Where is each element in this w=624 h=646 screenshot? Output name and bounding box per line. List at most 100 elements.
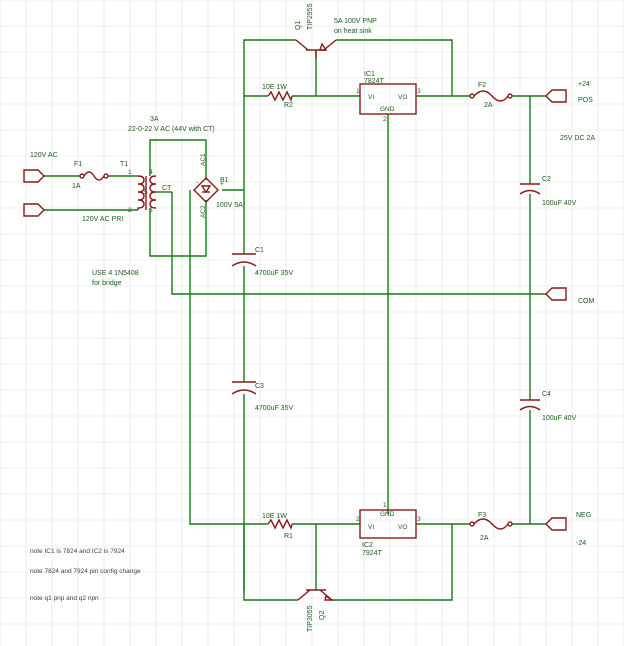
com-name: COM (578, 298, 595, 305)
capacitor-c2 (519, 183, 541, 195)
f3-ref: F3 (478, 512, 486, 519)
pos-name: POS (578, 97, 593, 104)
ic2-pin3: 3 (417, 516, 421, 523)
f2-value: 2A (484, 102, 493, 109)
ic1-ref: IC1 (364, 71, 375, 78)
fuse-f2 (469, 90, 513, 102)
q1-note-2: on heat sink (334, 28, 372, 35)
wire-bridge-minus (189, 190, 268, 525)
bridge-ac1: AC1 (200, 153, 207, 166)
b1-value: 100V 5A (216, 202, 243, 209)
f1-ref: F1 (74, 161, 82, 168)
b1-ref: B1 (220, 177, 229, 184)
q1-note-1: 5A 100V PNP (334, 18, 377, 25)
bridge-b1 (193, 177, 219, 203)
wire-q2-right (332, 524, 453, 601)
regulator-ic1 (359, 83, 417, 115)
c4-ref: C4 (542, 391, 551, 398)
neg-name: NEG (576, 512, 591, 519)
connector-ac-bottom (23, 203, 45, 217)
f1-value: 1A (72, 183, 81, 190)
bridge-note-2: for bridge (92, 280, 122, 287)
ic1-vo: VO (398, 94, 407, 101)
ic1-part: 7824T (364, 78, 385, 85)
regulator-ic2 (359, 509, 417, 539)
fuse-f1 (79, 171, 109, 181)
primary-label: 120V AC PRI (82, 216, 123, 223)
ac-in-label: 120V AC (30, 152, 58, 159)
capacitor-c3 (231, 381, 257, 395)
ic1-gnd: GND (380, 106, 395, 113)
resistor-r1 (267, 518, 293, 531)
t1-pin5: 5 (144, 189, 148, 196)
transistor-q2 (297, 589, 335, 601)
t1-pin4: 4 (149, 169, 153, 176)
q2-part: TIP3055 (307, 605, 314, 632)
c3-ref: C3 (255, 383, 264, 390)
bridge-minus: - (196, 179, 198, 186)
bridge-ac2: AC2 (200, 205, 207, 218)
ic2-pin2: 2 (356, 516, 360, 523)
transistor-q1 (295, 39, 337, 58)
ic2-vo: VO (398, 524, 407, 531)
ic2-pin1: 1 (383, 502, 387, 509)
capacitor-c4 (519, 399, 541, 411)
c4-value: 100uF 40V (542, 415, 577, 422)
r1-ref: R1 (284, 533, 293, 540)
wire-q1-left (243, 39, 296, 96)
bridge-plus: + (220, 181, 224, 188)
c1-value: 4700uF 35V (255, 270, 293, 277)
wire-q1-right (336, 39, 453, 96)
labels: Q1 TIP2955 5A 100V PNP on heat sink IC1 … (30, 3, 595, 632)
c2-value: 100uF 40V (542, 200, 577, 207)
fuse-f3 (469, 518, 513, 530)
q1-ref: Q1 (295, 21, 302, 30)
note-1: note IC1 is 7824 and IC2 is 7924 (30, 548, 125, 555)
ic1-pin1: 1 (356, 88, 360, 95)
transformer-current: 3A (150, 116, 159, 123)
wire-com (171, 192, 546, 295)
ic2-vi: VI (368, 524, 374, 531)
wire-t1-sec-top (149, 139, 207, 180)
note-2: note 7824 and 7924 pin config change (30, 568, 141, 575)
connector-neg (545, 517, 567, 531)
r2-ref: R2 (284, 102, 293, 109)
wire-t1-sec-bottom (149, 200, 207, 257)
ic1-pin2: 2 (383, 116, 387, 123)
transformer-desc: 22-0-22 V AC (44V with CT) (128, 126, 215, 133)
neg-voltage: -24 (576, 540, 586, 547)
f3-value: 2A (480, 535, 489, 542)
bridge-note-1: USE 4 1N5408 (92, 270, 139, 277)
capacitor-c1 (231, 253, 257, 267)
connector-pos (545, 89, 567, 103)
wire-q2-left (243, 524, 298, 601)
q2-ref: Q2 (319, 611, 326, 620)
ic2-part: 7924T (362, 550, 383, 557)
connector-ac-top (23, 169, 45, 183)
note-3: note q1 pnp and q2 npn (30, 595, 99, 602)
r1-value: 10E 1W (262, 513, 287, 520)
spec-note: 25V DC 2A (560, 135, 595, 142)
t1-pin6: 6 (149, 207, 153, 214)
center-tap-label: CT (162, 185, 172, 192)
ic1-vi: VI (368, 94, 374, 101)
t1-pin2: 2 (128, 207, 132, 214)
ic2-gnd: GND (380, 511, 395, 518)
q1-part: TIP2955 (307, 3, 314, 30)
c1-ref: C1 (255, 247, 264, 254)
resistor-r2 (267, 90, 293, 103)
c3-value: 4700uF 35V (255, 405, 293, 412)
r2-value: 10E 1W (262, 84, 287, 91)
t1-pin1: 1 (128, 169, 132, 176)
symbols (23, 39, 567, 601)
ic2-ref: IC2 (362, 542, 373, 549)
wires (44, 39, 546, 601)
c2-ref: C2 (542, 176, 551, 183)
f2-ref: F2 (478, 82, 486, 89)
t1-ref: T1 (120, 161, 128, 168)
transformer-t1 (137, 175, 172, 210)
connector-com (545, 287, 567, 301)
ic1-pin3: 3 (417, 88, 421, 95)
